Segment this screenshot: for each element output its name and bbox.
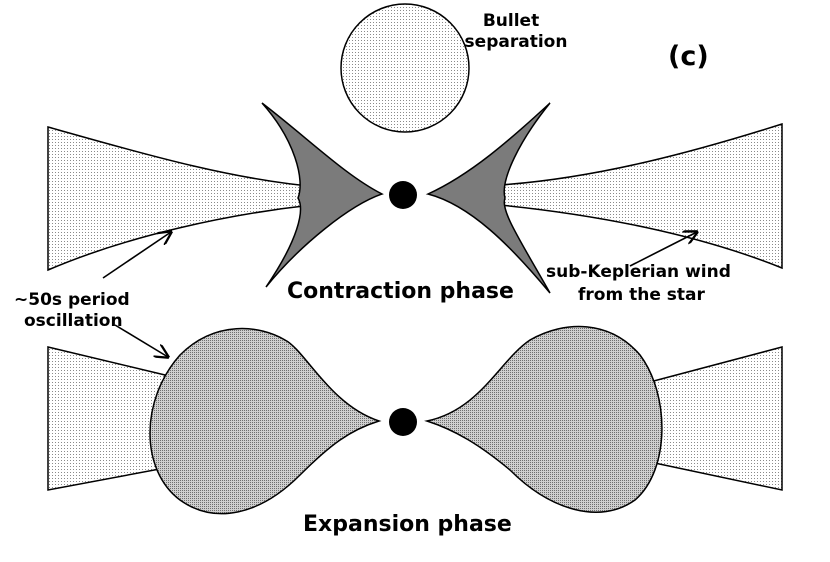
star-top [389, 181, 417, 209]
bullet-label-line1: Bullet [483, 11, 539, 31]
oscillation-arrow-bottom [114, 324, 168, 357]
wind-cone-top-left [47, 126, 322, 272]
wind-label-line1: sub-Keplerian wind [546, 262, 731, 282]
cusp-left [261, 102, 384, 288]
wind-arrow [629, 232, 697, 267]
oscillation-label-line2: oscillation [24, 311, 123, 331]
oscillation-label-line1: ~50s period [14, 290, 130, 310]
cusp-right [425, 102, 551, 294]
oscillation-label: ~50s period oscillation [14, 290, 136, 331]
oscillation-arrow-top [102, 232, 171, 279]
wind-label: sub-Keplerian wind from the star [546, 262, 737, 305]
contraction-phase-label: Contraction phase [287, 279, 514, 304]
wind-cone-bottom-left [47, 346, 166, 491]
wind-label-line2: from the star [578, 285, 705, 305]
bullet-label-line2: separation [465, 32, 568, 52]
star-bottom [389, 408, 417, 436]
bullet-circle [340, 3, 470, 133]
wind-cone-bottom-right [649, 346, 783, 491]
wind-cone-top-right [499, 122, 783, 270]
blob-right [424, 325, 663, 513]
blob-left [149, 327, 382, 515]
bullet-label: Bullet separation [465, 11, 568, 52]
panel-label: (c) [668, 41, 709, 72]
expansion-phase-label: Expansion phase [303, 512, 512, 537]
